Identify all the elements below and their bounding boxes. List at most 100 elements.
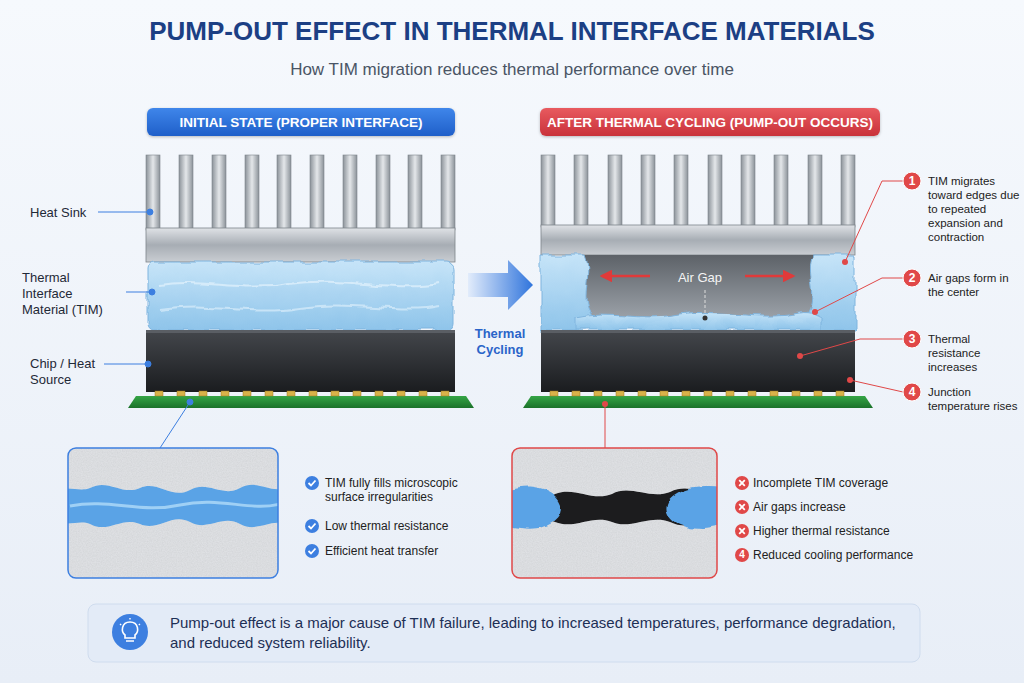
part-label: Thermal Interface Material (TIM) <box>22 270 122 318</box>
gap-pointer <box>703 316 708 321</box>
problem-item: Incomplete TIM coverage <box>753 476 943 490</box>
chip <box>146 330 455 333</box>
heat-sink <box>841 155 855 227</box>
callout-number: 2 <box>903 269 921 287</box>
zoom-border <box>512 448 717 578</box>
check-icon <box>305 476 319 490</box>
leader-line <box>845 181 903 262</box>
zoom-view <box>512 520 717 578</box>
title: PUMP-OUT EFFECT IN THERMAL INTERFACE MAT… <box>0 16 1024 47</box>
zoom-view <box>666 486 717 529</box>
cycling-arrow <box>468 260 533 310</box>
leader-line <box>145 361 151 367</box>
solder-pins <box>177 391 185 396</box>
heat-sink <box>179 155 193 230</box>
problem-item: Higher thermal resistance <box>753 524 943 538</box>
check-icon <box>305 476 319 490</box>
callout-circle <box>903 269 921 287</box>
heat-sink <box>343 155 357 230</box>
leader-line <box>605 181 903 448</box>
cross-icon <box>735 524 749 538</box>
solder-pins <box>748 391 756 396</box>
cross-icon <box>739 528 745 534</box>
callout-text: Thermal resistance increases <box>928 332 1023 374</box>
leader-dot <box>797 353 803 359</box>
bulb-icon <box>120 618 140 641</box>
leader-line <box>98 212 150 213</box>
callout-number: 4 <box>903 383 921 401</box>
heat-sink <box>146 228 455 262</box>
leader-line <box>149 289 155 295</box>
heat-sink <box>441 155 455 230</box>
benefit-item: TIM fully fills microscopic surface irre… <box>325 476 495 504</box>
solder-pins <box>419 391 427 396</box>
leader-dot <box>602 259 853 407</box>
solder-pins <box>726 391 734 396</box>
tim-layer <box>148 262 453 330</box>
heat-sink <box>708 155 722 227</box>
icon-number: 4 <box>734 547 750 563</box>
problem-item: Reduced cooling performance <box>753 548 943 562</box>
zoom-view <box>512 486 562 528</box>
gap-pointer <box>703 290 708 321</box>
heat-sink <box>541 225 855 255</box>
check-icon <box>309 549 316 554</box>
caption: Pump-out effect is a major cause of TIM … <box>170 613 905 653</box>
leader-line <box>187 399 193 405</box>
heat-sink <box>212 155 226 230</box>
cycling-arrow <box>468 260 533 310</box>
chip <box>541 330 855 392</box>
chip <box>541 330 855 333</box>
chip <box>541 330 855 392</box>
pcb-board <box>128 396 474 408</box>
zoom-border <box>68 448 278 578</box>
header-text: INITIAL STATE (PROPER INTERFACE) <box>179 115 422 130</box>
heat-sink <box>146 155 160 230</box>
check-icon <box>305 519 319 533</box>
callout-text: Air gaps form in the center <box>928 271 1023 299</box>
solder-pins <box>243 391 251 396</box>
heat-sink <box>310 155 324 230</box>
callout-number: 3 <box>903 330 921 348</box>
solder-pins <box>353 391 361 396</box>
tim-layer <box>148 262 453 330</box>
callout-circle <box>903 172 921 190</box>
zoom-border <box>512 448 717 578</box>
solder-pins <box>155 391 449 396</box>
bulb-icon <box>122 622 137 638</box>
solder-pins <box>638 391 646 396</box>
cross-icon <box>739 504 745 510</box>
check-icon <box>309 481 316 486</box>
callout-text: TIM migrates toward edges due to repeate… <box>928 174 1023 244</box>
leader-line <box>98 209 193 448</box>
solder-pins <box>199 391 207 396</box>
check-icon <box>305 519 319 533</box>
subtitle: How TIM migration reduces thermal perfor… <box>0 60 1024 80</box>
heat-sink <box>808 155 822 227</box>
solder-pins <box>770 391 778 396</box>
migration-arrow <box>602 275 650 278</box>
leader-line <box>850 380 903 392</box>
heat-sink <box>774 155 788 227</box>
check-icon <box>309 524 316 529</box>
leader-line <box>605 404 606 448</box>
heat-sink <box>574 155 588 227</box>
state-header: INITIAL STATE (PROPER INTERFACE) <box>147 108 455 136</box>
leader-line <box>815 278 903 312</box>
zoom-view <box>68 448 278 493</box>
solder-pins <box>836 391 844 396</box>
bulb-icon <box>112 614 148 650</box>
cross-icon <box>735 476 749 490</box>
heat-sink <box>541 155 855 255</box>
check-icon <box>305 476 319 558</box>
heat-sink <box>146 155 455 262</box>
problem-item: Air gaps increase <box>753 500 943 514</box>
tim-layer <box>160 282 440 287</box>
check-icon <box>305 544 319 558</box>
solder-pins <box>550 391 558 396</box>
air-gap <box>575 255 820 317</box>
zoom-view <box>68 519 278 578</box>
cross-icon <box>735 476 749 562</box>
heat-sink <box>408 155 422 230</box>
